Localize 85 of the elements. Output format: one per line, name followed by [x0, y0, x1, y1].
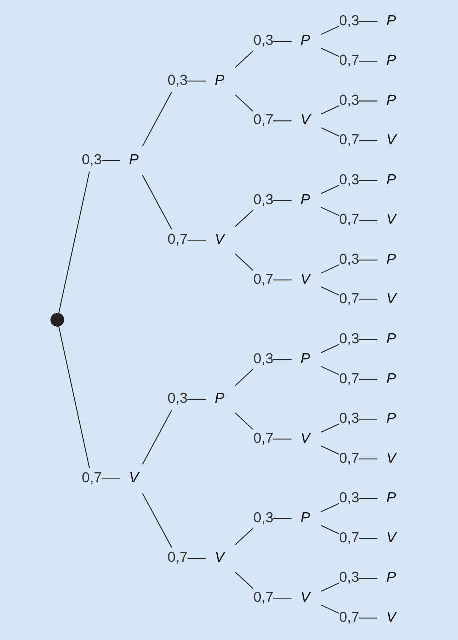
connector: [142, 493, 206, 560]
node-text: P: [386, 570, 396, 586]
connector: [320, 180, 378, 194]
connector: [320, 260, 378, 274]
edge-label: 0,3: [339, 252, 360, 268]
edge-label: 0,3: [82, 152, 102, 168]
edge-label: 0,7: [253, 431, 274, 447]
connector: [234, 518, 292, 546]
node-text: P: [386, 93, 396, 108]
node-text: V: [300, 112, 310, 128]
edge-label: 0,7: [339, 451, 360, 466]
edge-label: 0,3: [339, 172, 360, 188]
edge-label: 0,3: [253, 510, 274, 526]
edge-label: 0,7: [339, 53, 360, 69]
connector: [234, 41, 292, 68]
connector: [320, 128, 378, 142]
node-text: P: [386, 14, 396, 29]
node-text: V: [300, 272, 310, 288]
node-text: V: [300, 590, 310, 606]
edge-label: 0,7: [339, 212, 360, 228]
node-text: P: [386, 172, 396, 188]
node-text: P: [386, 332, 396, 348]
node-text: P: [300, 33, 310, 49]
connector: [320, 604, 378, 619]
edge-label: 0,7: [253, 272, 274, 288]
connector: [320, 418, 378, 433]
connector: [320, 48, 378, 62]
node-text: P: [300, 192, 310, 208]
node-text: P: [386, 411, 396, 427]
connector: [234, 200, 292, 228]
node-text: V: [214, 232, 224, 248]
node-text: V: [386, 530, 396, 546]
node-text: V: [214, 550, 224, 566]
connector: [142, 80, 206, 147]
edge-label: 0,7: [339, 530, 360, 546]
node-text: V: [129, 470, 139, 486]
node-text: P: [386, 252, 396, 268]
node-text: P: [300, 352, 310, 367]
edge-label: 0,3: [339, 93, 360, 108]
connector: [142, 399, 206, 466]
node-text: V: [386, 610, 396, 626]
edge-label: 0,7: [253, 590, 274, 606]
connector: [320, 525, 378, 540]
edge-label: 0,7: [168, 550, 188, 566]
edge-label: 0,3: [253, 192, 274, 208]
edge-label: 0,3: [339, 570, 360, 586]
edge-label: 0,3: [339, 490, 360, 506]
edge-label: 0,3: [168, 73, 188, 89]
node-text: P: [214, 391, 224, 407]
node-text: P: [129, 152, 139, 168]
node-text: P: [386, 490, 396, 506]
connector: [234, 359, 292, 386]
edge-label: 0,7: [339, 372, 360, 387]
connector: [58, 160, 120, 314]
edge-label: 0,3: [339, 14, 360, 29]
edge-label: 0,7: [168, 232, 188, 248]
connector: [320, 366, 378, 380]
connector: [58, 326, 120, 480]
node-text: P: [214, 73, 224, 89]
node-text: V: [300, 431, 310, 447]
node-text: V: [386, 451, 396, 466]
edge-label: 0,3: [339, 411, 360, 427]
connector: [320, 578, 378, 592]
connector: [320, 286, 378, 301]
connector: [142, 174, 206, 241]
edge-label: 0,7: [339, 292, 360, 308]
connector: [320, 207, 378, 222]
connector: [320, 339, 378, 354]
edge-label: 0,3: [253, 352, 274, 367]
node-text: V: [386, 212, 396, 228]
node-text: P: [386, 372, 396, 387]
edge-label: 0,3: [339, 332, 360, 348]
edge-label: 0,3: [168, 391, 188, 407]
connector: [320, 446, 378, 460]
edge-label: 0,7: [82, 470, 102, 486]
connector: [320, 498, 378, 512]
node-text: V: [386, 292, 396, 308]
edge-label: 0,7: [339, 132, 360, 148]
node-text: P: [386, 53, 396, 69]
edge-label: 0,3: [253, 33, 274, 49]
node-text: P: [300, 510, 310, 526]
edge-label: 0,7: [339, 610, 360, 626]
edge-label: 0,7: [253, 112, 274, 128]
node-text: V: [386, 132, 396, 148]
connector: [234, 94, 292, 122]
